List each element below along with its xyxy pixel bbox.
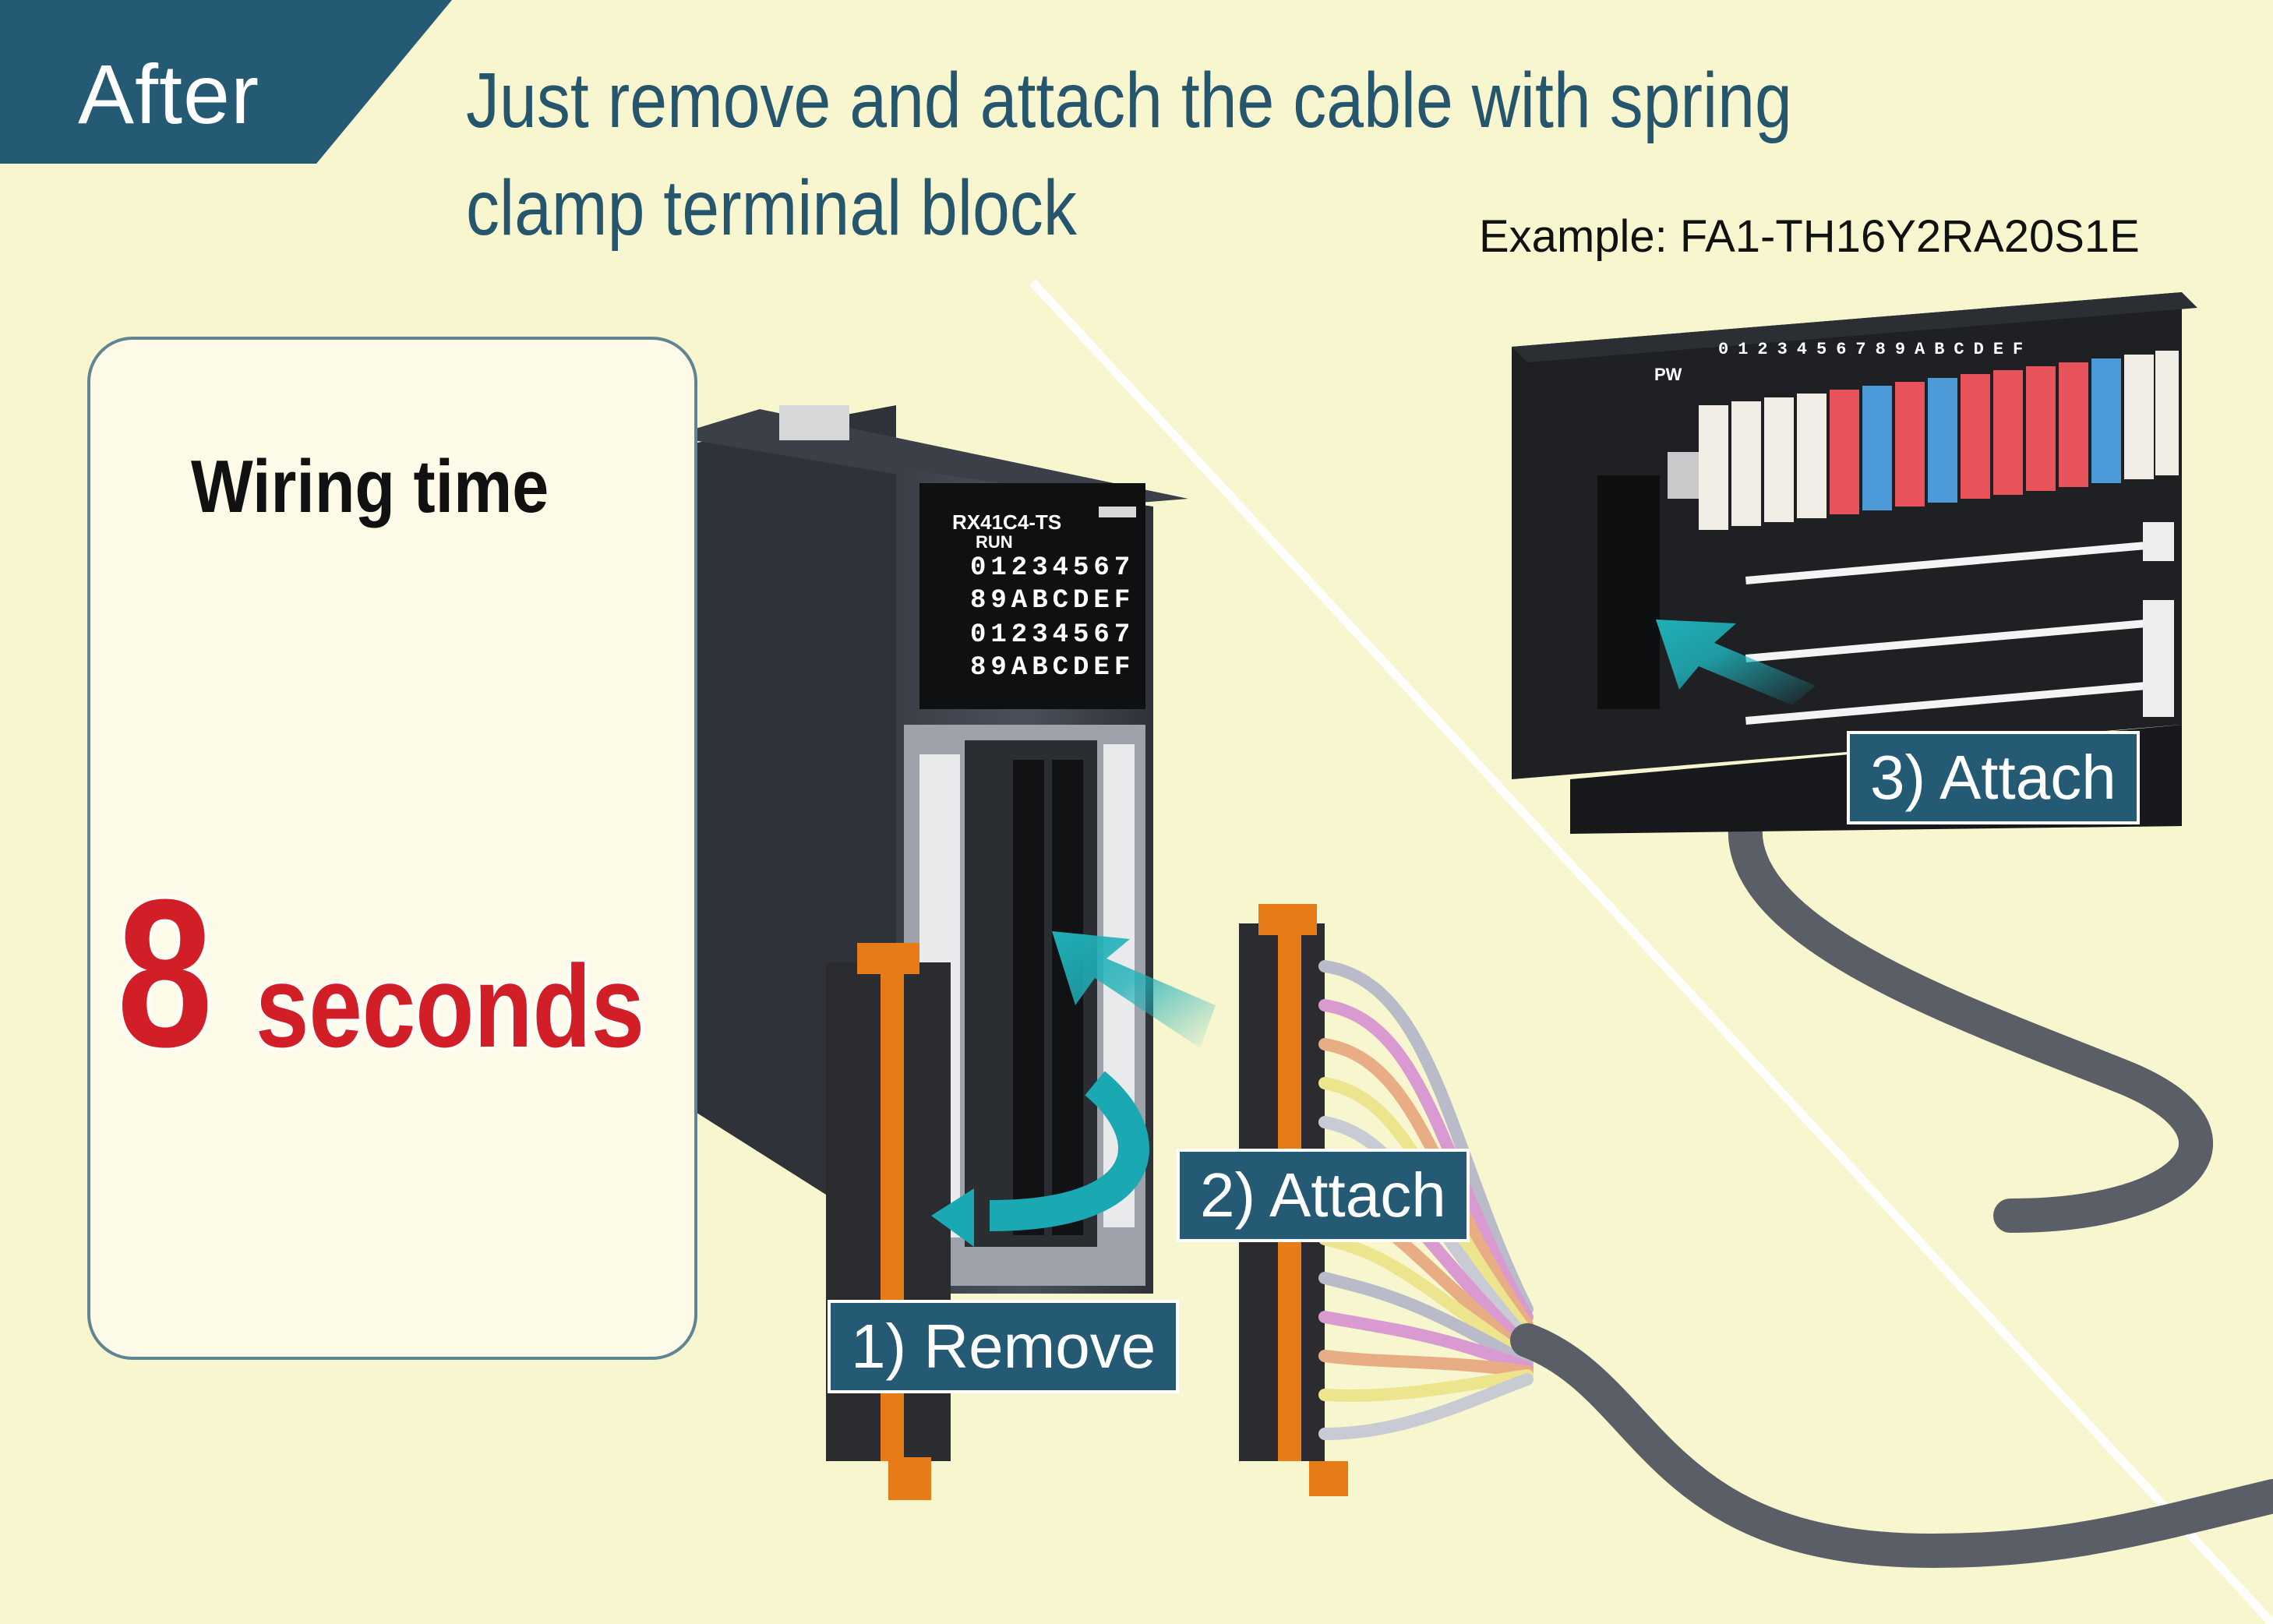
remove-arrow-icon [931, 1071, 1149, 1247]
plc-led-row: 89ABCDEF [970, 653, 1135, 683]
step-attach-terminal-label: 3) Attach [1847, 731, 2140, 824]
wiring-time-panel [87, 337, 697, 1360]
example-text: Example: FA1-TH16Y2RA20S1E [1479, 211, 2140, 262]
step-remove-label: 1) Remove [828, 1300, 1180, 1393]
time-unit: seconds [256, 941, 645, 1071]
cable-2 [1728, 809, 2213, 1233]
attach-arrow-icon-2 [1656, 620, 1816, 705]
headline-line-2: clamp terminal block [466, 164, 1077, 252]
relay-row [1699, 351, 2179, 530]
attach-arrow-icon [1052, 931, 1216, 1048]
terminal-rows [1745, 522, 2174, 725]
step-attach-label: 2) Attach [1177, 1149, 1470, 1242]
plc-led-row: 01234567 [970, 620, 1135, 650]
plc-model-label: RX41C4-TS [952, 510, 1062, 534]
plc-status-label: RUN [976, 532, 1013, 552]
diagonal-divider [1029, 279, 2273, 1624]
plc-led-row: 89ABCDEF [970, 586, 1135, 616]
time-value: 8 [117, 856, 214, 1091]
headline-line-1: Just remove and attach the cable with sp… [466, 57, 1792, 144]
terminal-pw-label: PW [1654, 365, 1682, 384]
wiring-time-title: Wiring time [191, 445, 549, 528]
terminal-hex-labels: 0123456789ABCDEF [1718, 340, 2033, 359]
removed-connector [826, 943, 951, 1500]
plc-led-row: 01234567 [970, 553, 1135, 583]
cable [1510, 1323, 2273, 1569]
after-label: After [78, 47, 260, 141]
